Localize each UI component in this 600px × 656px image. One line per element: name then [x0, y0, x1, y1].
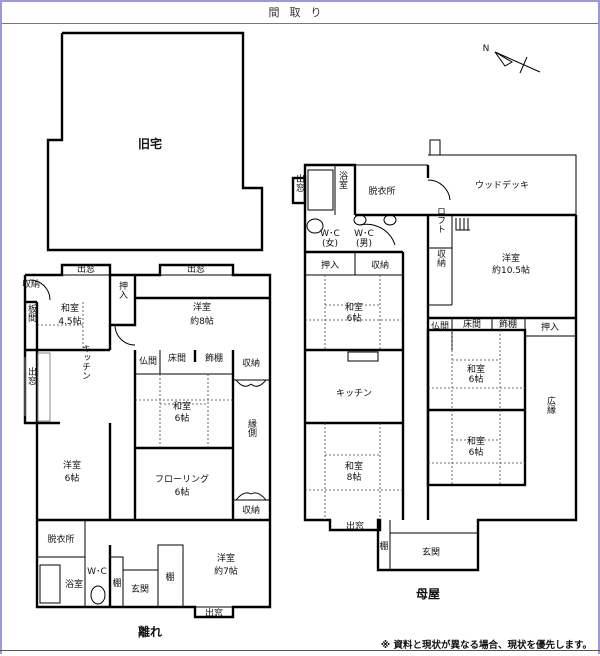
old-house: 旧宅	[46, 31, 264, 252]
label: 出窓	[294, 173, 305, 192]
label: 出窓	[346, 520, 364, 532]
label: 脱衣所	[47, 533, 74, 545]
label: ウッドデッキ	[475, 179, 529, 191]
label: 6帖	[175, 412, 190, 424]
label: W･C	[354, 229, 374, 239]
label: 棚	[165, 571, 174, 583]
label: 6帖	[469, 373, 484, 385]
label: 6帖	[347, 312, 362, 324]
label: 板間	[26, 303, 37, 323]
label: 6帖	[469, 446, 484, 458]
label: 出窓	[205, 607, 223, 619]
label: 和室	[345, 301, 363, 313]
label: 飾棚	[499, 318, 517, 330]
label: 出窓	[187, 263, 205, 275]
north-arrow-icon: N	[483, 44, 541, 74]
label: ロフト	[435, 207, 445, 234]
label: W･C	[320, 229, 340, 239]
label: 脱衣所	[368, 185, 395, 197]
annex-building: 収納 出窓 出窓 板間 和室 4.5帖 押入 洋室 約8帖 出窓 キッチン 仏間…	[22, 263, 272, 639]
label: 6帖	[65, 472, 80, 484]
label: 和室	[467, 363, 485, 375]
label: 押入	[541, 321, 559, 333]
label: 収納	[435, 248, 446, 268]
label: 床間	[168, 352, 186, 364]
label: 浴室	[65, 578, 83, 590]
label: 押入	[117, 280, 128, 299]
label: 仏間	[431, 321, 449, 332]
label: 出窓	[77, 263, 95, 275]
label: 約10.5帖	[492, 264, 530, 276]
label: W･C	[87, 567, 107, 577]
old-house-label: 旧宅	[138, 136, 162, 151]
main-house-building: 出窓 浴室 脱衣所 ウッドデッキ W･C (女) W･C (男) 押入 収納 和…	[291, 139, 578, 601]
north-label: N	[483, 44, 490, 54]
label: 飾棚	[205, 352, 223, 364]
label: 収納	[242, 504, 260, 516]
page-title: 間取り	[2, 2, 598, 24]
label: 約7帖	[214, 565, 238, 577]
label: 床間	[463, 318, 481, 330]
label: 和室	[467, 435, 485, 447]
label: 洋室	[502, 252, 520, 264]
label: 仏間	[139, 356, 157, 367]
label: 4.5帖	[58, 315, 81, 327]
label: 和室	[173, 400, 191, 412]
label: キッチン	[80, 344, 91, 380]
label: 収納	[371, 259, 389, 271]
label: 玄関	[422, 546, 440, 558]
label: 洋室	[193, 301, 211, 313]
label: 玄関	[131, 583, 149, 595]
label: 出窓	[26, 366, 37, 385]
label: 縁側	[246, 418, 257, 437]
annex-label: 離れ	[138, 624, 162, 639]
label: 浴室	[337, 171, 348, 189]
main-house-label: 母屋	[416, 587, 440, 601]
disclaimer-note: ※ 資料と現状が異なる場合、現状を優先します。	[381, 639, 592, 651]
label: 押入	[321, 259, 339, 271]
label: 収納	[242, 357, 260, 369]
label: 6帖	[175, 486, 190, 498]
label: 収納	[22, 278, 40, 290]
label: 8帖	[347, 471, 362, 483]
divider	[0, 650, 600, 651]
label: 洋室	[217, 552, 235, 564]
label: 棚	[112, 577, 121, 589]
label: (女)	[322, 237, 338, 249]
label: (男)	[356, 238, 372, 249]
label: 和室	[61, 302, 79, 314]
label: 洋室	[63, 459, 81, 471]
label: フローリング	[155, 473, 209, 485]
label: 広縁	[545, 395, 556, 414]
label: 棚	[379, 540, 388, 552]
label: 和室	[345, 460, 363, 472]
label: 約8帖	[190, 315, 214, 327]
label: キッチン	[336, 388, 372, 399]
